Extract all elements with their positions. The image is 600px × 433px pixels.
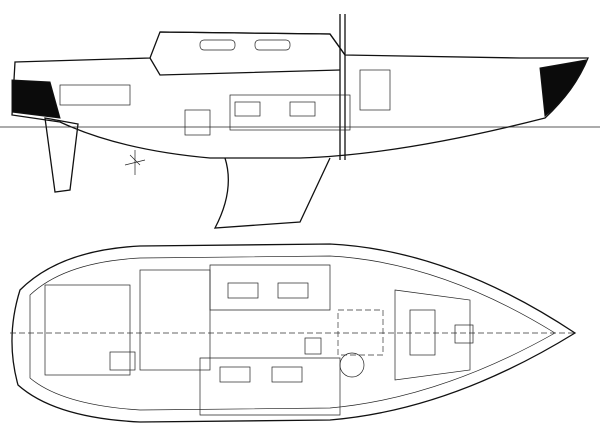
table-leaf [277,282,309,299]
profile-view [0,14,600,229]
quarter-berth [59,84,131,106]
keel [213,157,331,229]
settee-port [209,264,331,311]
settee-starboard [199,357,341,416]
stern-black-section [11,79,61,119]
propeller-icon [124,150,146,175]
galley-area [139,269,211,371]
cabin-top [149,31,346,76]
table-leaf [219,366,251,383]
hatch [337,309,384,356]
cockpit [44,284,131,376]
locker [454,324,474,344]
cabin-window [254,39,291,51]
forward-hatch [409,309,436,356]
window [234,101,261,117]
hull-plan [11,243,577,423]
cabin-window [199,39,236,51]
rudder [44,117,79,193]
settee [229,94,351,131]
head [339,352,365,378]
window [289,101,316,117]
locker [109,351,136,371]
door [359,69,391,111]
table-leaf [271,366,303,383]
sink [304,337,322,355]
v-berth [394,289,471,381]
galley [184,109,211,136]
bow-black-section [539,59,587,117]
table-leaf [227,282,259,299]
plan-view [10,243,577,423]
